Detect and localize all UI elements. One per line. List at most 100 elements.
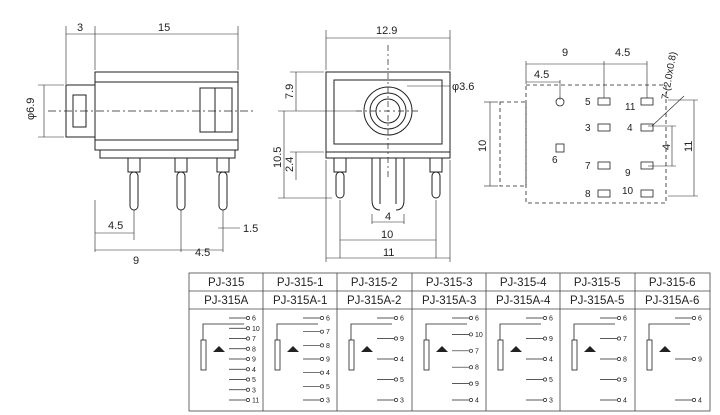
footprint-outline xyxy=(525,84,667,204)
dim-front-pin-b: 10 xyxy=(381,229,393,241)
pin-label: 5 xyxy=(585,97,591,108)
model-cell: PJ-315A-6 xyxy=(645,295,699,307)
pin-label: 3 xyxy=(585,123,591,134)
side-pin xyxy=(174,157,188,173)
dim-fp-right-a: 4 xyxy=(661,144,673,150)
schematic-pin-label: 5 xyxy=(400,377,404,384)
schematic-pin-label: 8 xyxy=(252,346,256,353)
dim-fp-inner: 4.5 xyxy=(534,69,549,81)
model-cell: PJ-315A-5 xyxy=(570,295,624,307)
dim-front-pin-c: 11 xyxy=(383,247,394,259)
schematic-pin-label: 6 xyxy=(698,316,702,323)
schematic-pin-label: 7 xyxy=(326,329,330,336)
schematic-pin-label: 4 xyxy=(400,357,404,364)
schematic-pin-label: 10 xyxy=(475,332,483,339)
pad xyxy=(640,97,654,106)
model-cell: PJ-315A xyxy=(204,295,248,307)
dim-side-bot-d: 1.5 xyxy=(243,223,258,235)
dim-front-width: 12.9 xyxy=(376,25,397,37)
pin-label: 11 xyxy=(625,102,636,113)
schematic-pin-label: 5 xyxy=(549,377,553,384)
schematic-pin-label: 4 xyxy=(698,398,702,405)
dim-front-hole: φ3.6 xyxy=(452,81,474,93)
schematic-symbol: 6 9 4 5 3 xyxy=(348,316,404,405)
pin-label: 6 xyxy=(552,155,558,166)
model-cell: PJ-315A-2 xyxy=(347,295,401,307)
schematic-pin-label: 6 xyxy=(623,316,627,323)
table-frame xyxy=(188,272,711,412)
schematic-pin-label: 7 xyxy=(623,336,627,343)
dim-fp-right-b: 11 xyxy=(683,141,695,152)
front-view xyxy=(278,30,451,262)
dim-fp-top-b: 4.5 xyxy=(615,47,630,59)
pad xyxy=(640,189,654,198)
pin-label: 9 xyxy=(625,168,631,179)
schematic-pin-label: 4 xyxy=(475,398,479,405)
pad xyxy=(640,161,654,170)
schematic-symbol: 6 7 8 9 4 xyxy=(571,316,627,405)
schematic-pin-label: 9 xyxy=(400,336,404,343)
dim-fp-top-a: 9 xyxy=(562,47,568,59)
schematic-pin-label: 4 xyxy=(623,398,627,405)
schematic-pin-label: 9 xyxy=(623,377,627,384)
pin-label: 10 xyxy=(622,186,634,197)
schematic-pin-label: 9 xyxy=(326,357,330,364)
schematic-pin-label: 6 xyxy=(326,316,330,323)
schematic-row: 6107894531167894536945361078946945367894… xyxy=(200,316,702,405)
model-table xyxy=(188,272,711,412)
schematic-pin-label: 8 xyxy=(623,357,627,364)
dim-front-h3: 2.4 xyxy=(284,157,296,172)
schematic-pin-label: 7 xyxy=(475,348,479,355)
schematic-pin-label: 6 xyxy=(252,316,256,323)
model-cell: PJ-315-6 xyxy=(649,277,696,289)
schematic-pin-label: 9 xyxy=(475,381,479,388)
dim-fp-hole-note: 7-(2.0x0.8) xyxy=(660,51,679,101)
schematic-pin-label: 4 xyxy=(326,370,330,377)
pin-label: 4 xyxy=(627,123,633,134)
model-cell: PJ-315-3 xyxy=(426,277,473,289)
dim-side-bot-c: 4.5 xyxy=(195,247,210,259)
pin-label: 8 xyxy=(585,189,591,200)
schematic-pin-label: 3 xyxy=(549,398,553,405)
pad xyxy=(597,123,611,132)
schematic-pin-label: 4 xyxy=(549,357,553,364)
model-cell: PJ-315 xyxy=(208,277,244,289)
schematic-pin-label: 4 xyxy=(252,367,256,374)
dim-front-pin-a: 4 xyxy=(385,211,391,223)
dim-side-body-dia: φ6.9 xyxy=(25,98,37,120)
dim-side-bot-b: 9 xyxy=(133,255,139,267)
schematic-pin-label: 11 xyxy=(252,398,259,405)
schematic-pin-label: 9 xyxy=(549,336,553,343)
dim-fp-height: 10 xyxy=(477,140,489,152)
pad xyxy=(640,123,654,132)
model-cell: PJ-315A-3 xyxy=(422,295,476,307)
pad xyxy=(597,189,611,198)
side-pin xyxy=(127,157,141,173)
schematic-pin-label: 5 xyxy=(326,384,330,391)
schematic-pin-label: 6 xyxy=(549,316,553,323)
schematic-pin-label: 9 xyxy=(698,357,702,364)
schematic-pin-label: 6 xyxy=(475,316,479,323)
dim-side-top-left: 3 xyxy=(77,22,83,34)
schematic-pin-label: 3 xyxy=(326,398,330,405)
schematic-pin-label: 3 xyxy=(400,398,404,405)
side-view xyxy=(38,26,255,252)
footprint-round-hole xyxy=(555,97,565,107)
schematic-pin-label: 6 xyxy=(400,316,404,323)
dim-front-h2: 10.5 xyxy=(272,147,284,168)
pad xyxy=(597,97,611,106)
footprint-view xyxy=(484,61,698,204)
model-cell: PJ-315A-4 xyxy=(496,295,551,307)
model-cell: PJ-315-4 xyxy=(500,277,547,289)
schematic-pin-label: 10 xyxy=(252,326,260,333)
dim-side-bot-a: 4.5 xyxy=(108,220,123,232)
side-pin xyxy=(216,157,230,173)
schematic-pin-label: 3 xyxy=(252,387,256,394)
dim-front-h1: 7.9 xyxy=(284,84,296,99)
dim-side-top-main: 15 xyxy=(158,22,170,34)
schematic-pin-label: 9 xyxy=(252,357,256,364)
